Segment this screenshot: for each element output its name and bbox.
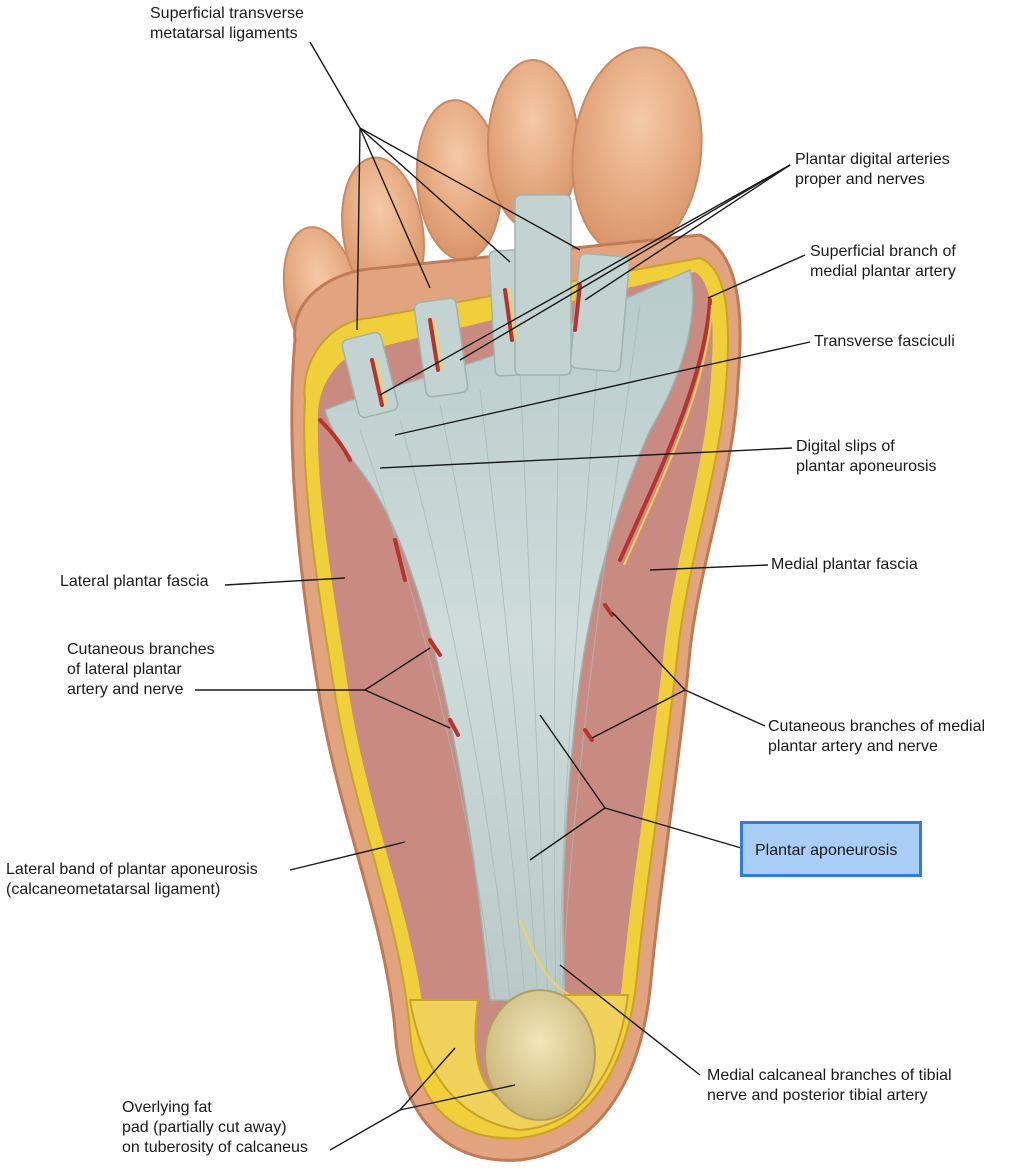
label-line: proper and nerves xyxy=(795,171,925,188)
label-medial-calcaneal: Medial calcaneal branches of tibial nerv… xyxy=(707,1066,952,1106)
label-line: Digital slips of xyxy=(796,438,895,455)
label-superficial-transverse: Superficial transverse metatarsal ligame… xyxy=(150,4,304,44)
calcaneal-tuberosity xyxy=(484,989,596,1121)
label-cutaneous-lateral: Cutaneous branches of lateral plantar ar… xyxy=(67,640,215,700)
label-plantar-digital-arteries: Plantar digital arteries proper and nerv… xyxy=(795,150,950,190)
label-lateral-band: Lateral band of plantar aponeurosis (cal… xyxy=(6,860,258,900)
label-line: Overlying fat xyxy=(122,1099,212,1116)
label-line: Lateral band of plantar aponeurosis xyxy=(6,861,258,878)
label-line: nerve and posterior tibial artery xyxy=(707,1087,928,1104)
plantar-aponeurosis-highlight[interactable] xyxy=(740,821,922,877)
label-line: Transverse fasciculi xyxy=(814,333,955,350)
label-lateral-plantar-fascia: Lateral plantar fascia xyxy=(60,572,209,592)
label-line: Medial calcaneal branches of tibial xyxy=(707,1067,952,1084)
label-line: (calcaneometatarsal ligament) xyxy=(6,881,221,898)
label-line: Medial plantar fascia xyxy=(771,556,918,573)
label-line: Lateral plantar fascia xyxy=(60,573,209,590)
label-transverse-fasciculi: Transverse fasciculi xyxy=(814,332,955,352)
label-line: metatarsal ligaments xyxy=(150,25,298,42)
label-line: Plantar aponeurosis xyxy=(755,842,898,859)
nerves xyxy=(375,289,713,996)
label-line: Superficial branch of xyxy=(810,243,956,260)
label-line: Superficial transverse xyxy=(150,5,304,22)
label-line: Cutaneous branches of medial xyxy=(768,718,986,735)
label-line: on tuberosity of calcaneus xyxy=(122,1139,308,1156)
label-line: Cutaneous branches xyxy=(67,641,215,658)
label-line: of lateral plantar xyxy=(67,661,182,678)
label-line: plantar artery and nerve xyxy=(768,738,938,755)
label-line: artery and nerve xyxy=(67,681,184,698)
leader-lines xyxy=(195,41,811,1151)
label-fat-pad: Overlying fat pad (partially cut away) o… xyxy=(122,1098,308,1158)
label-superficial-branch: Superficial branch of medial plantar art… xyxy=(810,242,956,282)
label-cutaneous-medial: Cutaneous branches of medial plantar art… xyxy=(768,717,985,757)
label-line: Plantar digital arteries xyxy=(795,151,950,168)
label-line: medial plantar artery xyxy=(810,263,956,280)
label-digital-slips: Digital slips of plantar aponeurosis xyxy=(796,437,937,477)
label-medial-plantar-fascia: Medial plantar fascia xyxy=(771,555,918,575)
fascia-fibers xyxy=(359,304,641,1001)
label-line: pad (partially cut away) xyxy=(122,1119,287,1136)
vessels xyxy=(318,283,712,742)
label-plantar-aponeurosis[interactable]: Plantar aponeurosis xyxy=(755,841,897,861)
label-line: plantar aponeurosis xyxy=(796,458,937,475)
toe-big xyxy=(571,46,703,258)
